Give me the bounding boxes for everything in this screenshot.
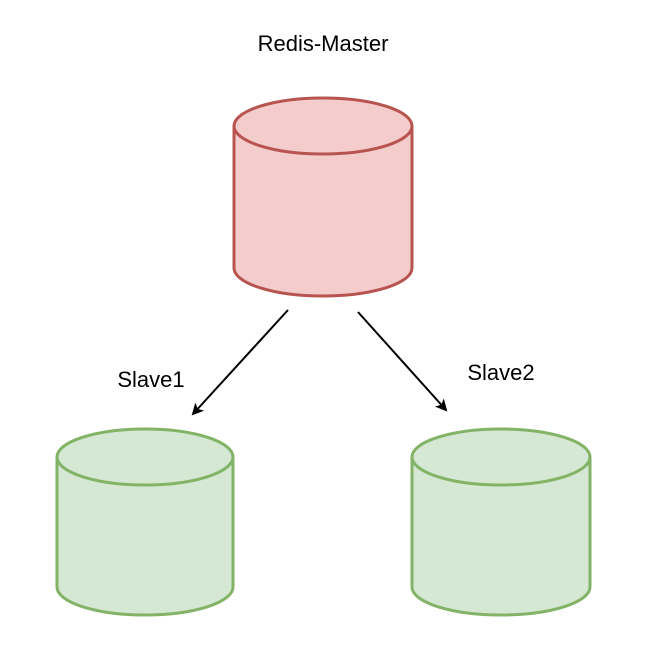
slave1-cylinder xyxy=(55,427,235,617)
master-to-slave2-arrow xyxy=(357,311,448,412)
slave2-label: Slave2 xyxy=(467,360,534,385)
slave1-label: Slave1 xyxy=(117,367,184,392)
master-label: Redis-Master xyxy=(258,31,389,56)
master-to-slave1-arrow xyxy=(191,309,289,416)
master-cylinder xyxy=(232,96,414,298)
slave2-cylinder xyxy=(410,427,592,617)
